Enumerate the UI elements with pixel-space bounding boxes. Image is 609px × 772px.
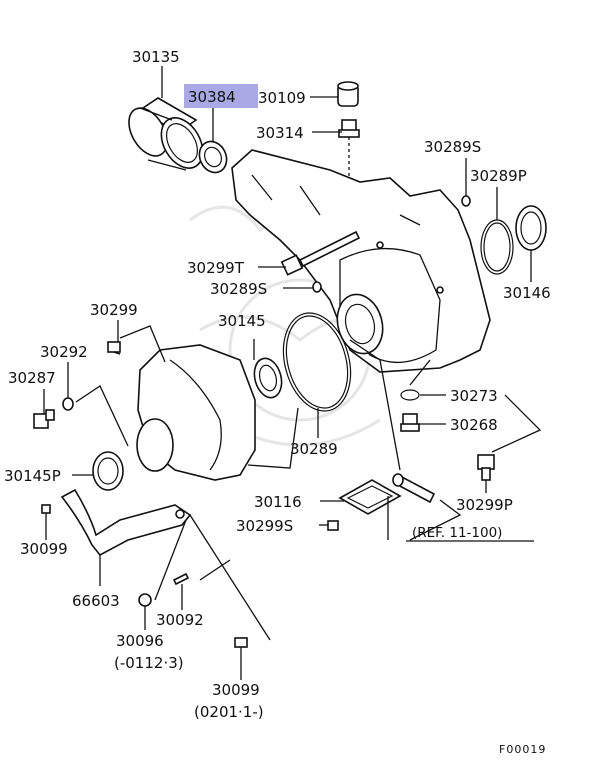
label-30096-note: (-0112·3) — [114, 654, 184, 672]
label-66603[interactable]: 66603 — [72, 592, 120, 610]
label-30289[interactable]: 30289 — [290, 440, 338, 458]
label-30292[interactable]: 30292 — [40, 343, 88, 361]
label-30109[interactable]: 30109 — [258, 89, 306, 107]
bolt-30299S-shape[interactable] — [327, 520, 339, 531]
part-labels: 30135 30384 30109 30314 30289S 30289P 30… — [4, 48, 551, 756]
seal-30145P-shape[interactable] — [92, 451, 124, 491]
label-30314[interactable]: 30314 — [256, 124, 304, 142]
label-30135[interactable]: 30135 — [132, 48, 180, 66]
label-30092[interactable]: 30092 — [156, 611, 204, 629]
seal-30146-shape[interactable] — [515, 205, 547, 251]
sleeve-30135-shape[interactable] — [121, 97, 211, 175]
cap-30109-shape[interactable] — [337, 81, 359, 107]
oring-30289-shape[interactable] — [273, 305, 361, 418]
nut-30096-shape[interactable] — [138, 593, 152, 607]
label-30289S-mid[interactable]: 30289S — [210, 280, 267, 298]
label-30096[interactable]: 30096 — [116, 632, 164, 650]
seal-30145-shape[interactable] — [250, 355, 285, 400]
bolt-30099-b-shape[interactable] — [234, 637, 248, 655]
bolt-30299-shape[interactable] — [107, 341, 121, 355]
label-30116[interactable]: 30116 — [254, 493, 302, 511]
plug-30314-shape[interactable] — [338, 119, 360, 178]
label-30289S-top[interactable]: 30289S — [424, 138, 481, 156]
label-30146[interactable]: 30146 — [503, 284, 551, 302]
label-30145[interactable]: 30145 — [218, 312, 266, 330]
label-30145P[interactable]: 30145P — [4, 467, 61, 485]
washer-30273-shape[interactable] — [400, 389, 420, 401]
label-30099-b[interactable]: 30099 — [212, 681, 260, 699]
label-30099-b-note: (0201·1-) — [194, 703, 264, 721]
seal-30384-shape[interactable] — [194, 137, 231, 177]
plug-30268-shape[interactable] — [400, 413, 420, 432]
highlight-30384 — [184, 84, 258, 108]
bolt-30299T-shape[interactable] — [280, 230, 361, 276]
label-30287[interactable]: 30287 — [8, 369, 56, 387]
label-30299P[interactable]: 30299P — [456, 496, 513, 514]
bolt-30099-a-shape[interactable] — [41, 504, 51, 518]
label-ref-11-100[interactable]: (REF. 11-100) — [412, 525, 502, 541]
label-30268[interactable]: 30268 — [450, 416, 498, 434]
label-30273[interactable]: 30273 — [450, 387, 498, 405]
bolt-30287-shape[interactable] — [33, 409, 55, 429]
label-30289P[interactable]: 30289P — [470, 167, 527, 185]
plate-30116-shape[interactable] — [338, 479, 402, 515]
oring-30289S-top[interactable] — [461, 195, 471, 207]
ref-tube-shape[interactable] — [392, 473, 436, 504]
oring-30289S-mid[interactable] — [312, 281, 322, 293]
washer-30292-shape[interactable] — [62, 397, 74, 411]
label-30299S[interactable]: 30299S — [236, 517, 293, 535]
label-30099-a[interactable]: 30099 — [20, 540, 68, 558]
bolt-30299P-shape[interactable] — [477, 454, 495, 481]
figure-code: F00019 — [499, 743, 546, 756]
upper-case-housing[interactable] — [231, 149, 491, 373]
lower-case-cover[interactable] — [136, 344, 256, 481]
label-30299T[interactable]: 30299T — [187, 259, 245, 277]
stud-30092-shape[interactable] — [172, 572, 190, 586]
label-30299[interactable]: 30299 — [90, 301, 138, 319]
bracket-66603-shape[interactable] — [60, 488, 192, 557]
oring-30289P-shape[interactable] — [480, 219, 514, 275]
leader-lines — [43, 66, 542, 680]
label-30384[interactable]: 30384 — [188, 88, 236, 106]
